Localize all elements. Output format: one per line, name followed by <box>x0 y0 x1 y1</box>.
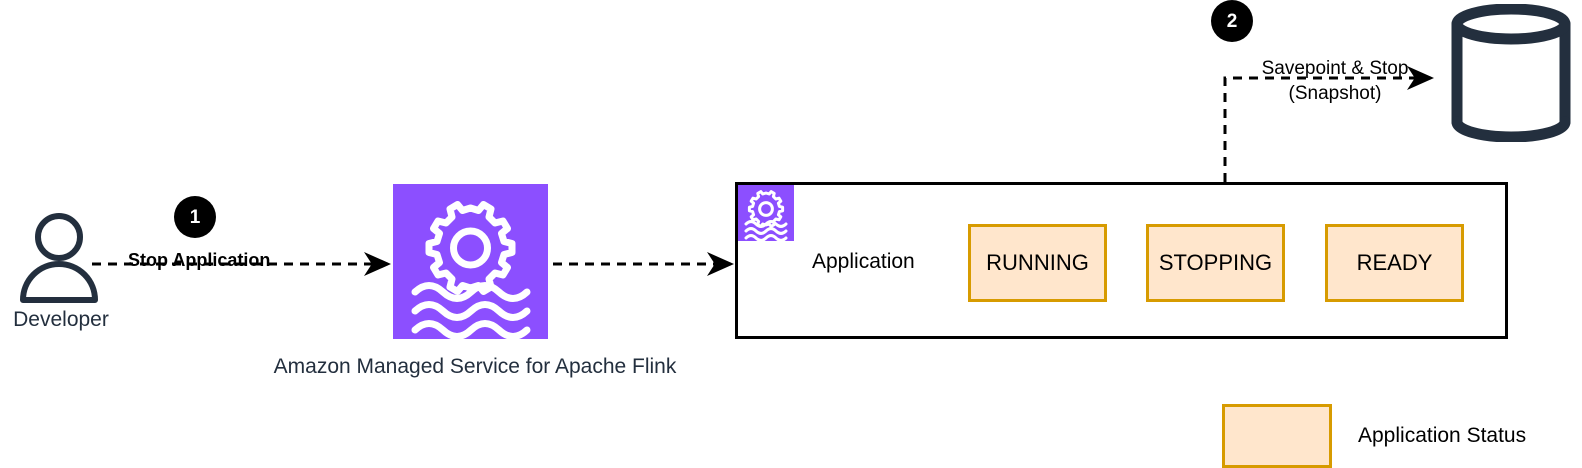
status-box-running: RUNNING <box>968 224 1107 302</box>
step-badge-1: 1 <box>174 196 216 238</box>
developer-label: Developer <box>13 308 109 331</box>
snapshot-label-line-1: Savepoint & Stop <box>1261 58 1409 79</box>
step-badge-2: 2 <box>1211 0 1253 42</box>
flink-service-tile <box>393 184 548 340</box>
flink-gear-waves-icon <box>744 190 788 242</box>
flink-service-caption: Amazon Managed Service for Apache Flink <box>273 355 677 378</box>
arrow-application-to-storage <box>1223 66 1434 182</box>
application-label: Application <box>812 250 915 273</box>
application-icon-badge <box>738 185 794 242</box>
database-cylinder-icon <box>1451 4 1571 142</box>
person-icon <box>20 213 98 303</box>
legend-label: Application Status <box>1358 424 1527 447</box>
snapshot-label-line-2: (Snapshot) <box>1288 83 1382 104</box>
flink-gear-waves-icon <box>411 201 531 340</box>
status-box-ready: READY <box>1325 224 1464 302</box>
application-status-swatch <box>1222 404 1332 468</box>
status-box-stopping: STOPPING <box>1146 224 1285 302</box>
snapshot-flow-label: Savepoint & Stop (Snapshot) <box>1247 56 1423 106</box>
stop-application-label: Stop Application <box>128 250 271 270</box>
